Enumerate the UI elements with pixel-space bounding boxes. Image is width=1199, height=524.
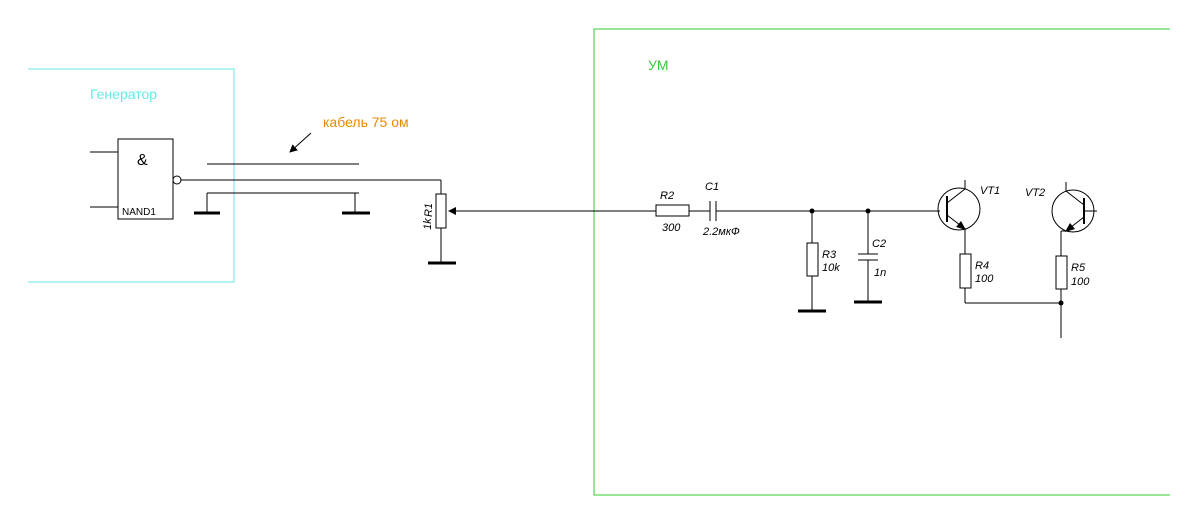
r5-ref: R5 [1071, 262, 1086, 274]
r3-ref: R3 [822, 249, 837, 261]
vt2-ref: VT2 [1025, 187, 1045, 199]
inverter-bubble [172, 175, 182, 185]
r5-resistor: R5 100 [1055, 255, 1090, 338]
coax-cable: кабель 75 ом [181, 114, 441, 215]
c2-ref: C2 [872, 238, 886, 250]
r4-value: 100 [975, 273, 994, 285]
junction-dot [1058, 300, 1064, 306]
r1-value-label: 1k [422, 218, 434, 230]
c1-capacitor: C1 2.2мкФ [702, 181, 940, 238]
c1-value: 2.2мкФ [702, 226, 740, 238]
amplifier-title: УМ [648, 57, 669, 73]
gate-name: NAND1 [122, 207, 156, 218]
cable-pointer-arrow [289, 132, 312, 153]
nand-gate: & NAND1 [90, 138, 182, 220]
r5-value: 100 [1071, 276, 1090, 288]
r1-ref: R1 [423, 203, 435, 217]
vt1-transistor: VT1 [937, 180, 1000, 254]
r3-value: 10k [822, 262, 840, 274]
c2-value: 1n [874, 267, 886, 279]
c2-capacitor: C2 1n [854, 211, 886, 304]
amplifier-block: УМ [593, 28, 1170, 496]
cable-label: кабель 75 ом [323, 114, 409, 130]
gate-symbol: & [137, 152, 148, 169]
r2-resistor: R2 300 [655, 190, 710, 234]
r3-resistor: R3 10k [798, 211, 840, 313]
r2-ref: R2 [660, 190, 674, 202]
vt2-transistor: VT2 [1025, 182, 1097, 256]
vt1-ref: VT1 [980, 185, 1000, 197]
generator-title: Генератор [90, 86, 157, 102]
r2-value: 300 [662, 222, 681, 234]
r4-ref: R4 [975, 260, 989, 272]
r1-potentiometer: R1 1k R1 1k [422, 180, 456, 265]
generator-block: Генератор [28, 68, 235, 283]
r4-resistor: R4 100 [959, 253, 1061, 304]
c1-ref: C1 [705, 181, 719, 193]
